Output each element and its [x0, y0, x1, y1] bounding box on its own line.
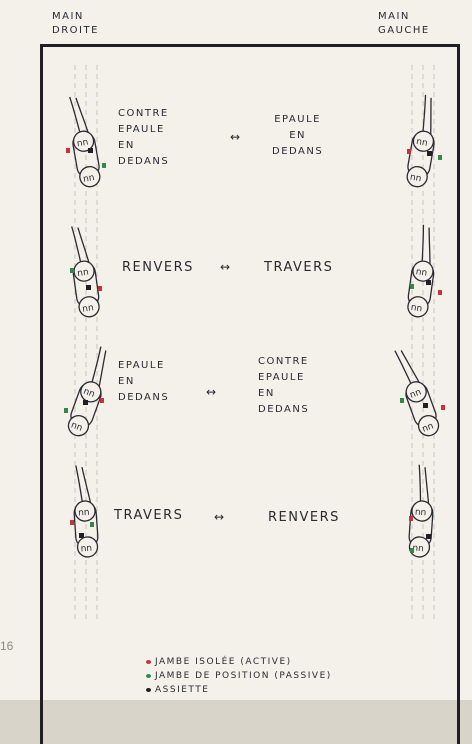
horse-right-2 [406, 224, 442, 318]
row3-right-label: CONTRE EPAULE EN DEDANS [258, 354, 309, 418]
row4-arrow-icon: ↔ [214, 510, 224, 524]
row1-right-label: EPAULE EN DEDANS [272, 112, 323, 160]
row1-left-label: CONTRE EPAULE EN DEDANS [118, 106, 169, 170]
row4-right-label: RENVERS [268, 510, 340, 526]
red-dot-icon [146, 660, 151, 664]
horse-right-4 [408, 464, 436, 557]
row3-left-label: EPAULE EN DEDANS [118, 358, 169, 406]
horse-left-2 [67, 224, 102, 318]
legend-item-active: JAMBE ISOLÉE (ACTIVE) [146, 657, 292, 667]
horse-right-3 [390, 345, 445, 439]
horse-left-3 [64, 345, 117, 439]
black-dot-icon [146, 688, 151, 692]
horse-left-4 [70, 464, 99, 557]
row2-right-label: TRAVERS [264, 260, 333, 276]
row2-left-label: RENVERS [122, 260, 194, 276]
green-dot-icon [146, 674, 151, 678]
legend-item-passive: JAMBE DE POSITION (PASSIVE) [146, 671, 332, 681]
page-number: 16 [0, 639, 13, 653]
row1-arrow-icon: ↔ [230, 130, 240, 144]
diagram-page: MAIN DROITE MAIN GAUCHE nn nn [0, 0, 472, 700]
horses-layer: nn nn [0, 0, 472, 700]
legend-item-seat: ASSIETTE [146, 685, 209, 695]
horse-left-1 [65, 94, 106, 188]
horse-right-1 [405, 94, 443, 188]
row2-arrow-icon: ↔ [220, 260, 230, 274]
row3-arrow-icon: ↔ [206, 385, 216, 399]
row4-left-label: TRAVERS [114, 508, 183, 524]
